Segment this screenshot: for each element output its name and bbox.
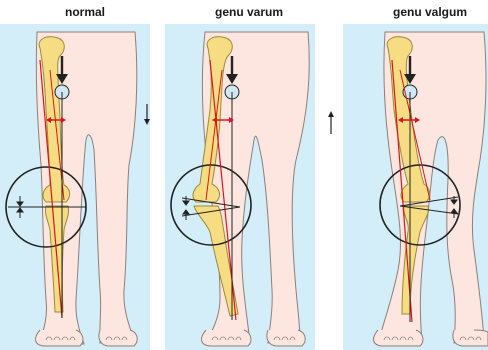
panel-normal: normal [0, 0, 150, 350]
up-arrow-icon [328, 111, 334, 134]
left-foot [373, 330, 422, 346]
right-foot [99, 330, 137, 346]
right-foot [453, 330, 488, 346]
left-foot [201, 330, 250, 346]
panel-genu-valgum: genu valgum [343, 5, 488, 350]
panel-title: genu valgum [393, 5, 467, 19]
panel-title: genu varum [215, 5, 283, 19]
panel-genu-varum: genu varum [165, 5, 334, 350]
panel-title: normal [65, 5, 105, 19]
right-foot [267, 330, 305, 346]
